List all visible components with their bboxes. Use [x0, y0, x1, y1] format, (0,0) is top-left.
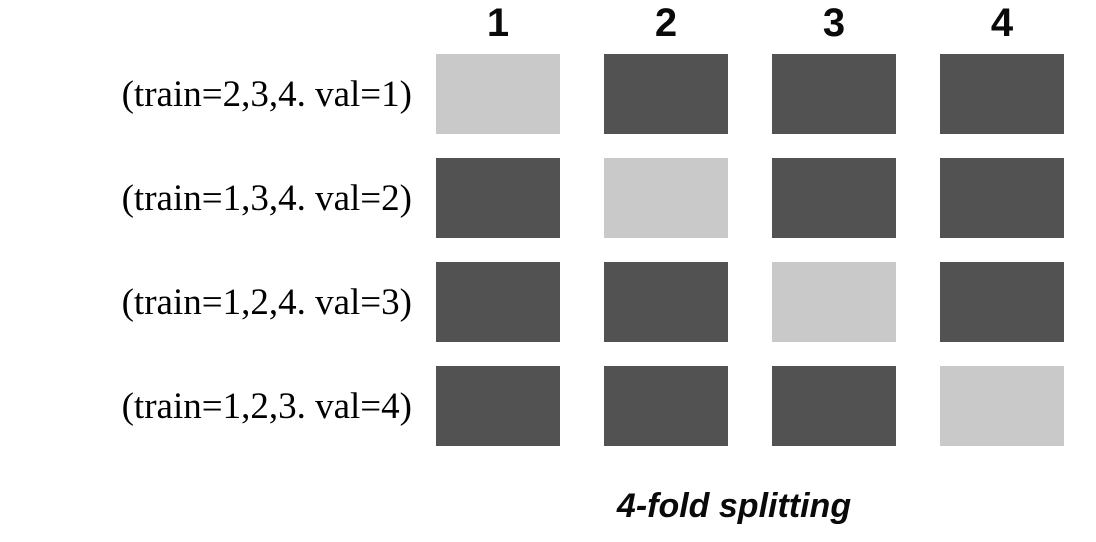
fold-row-boxes [436, 54, 1064, 134]
figure-caption: 4-fold splitting [616, 487, 852, 525]
fold-rows: (train=2,3,4. val=1) (train=1,3,4. val=2)… [0, 54, 1064, 446]
training-fold-box [436, 366, 560, 446]
training-fold-box [604, 262, 728, 342]
training-fold-box [772, 158, 896, 238]
training-fold-box [772, 54, 896, 134]
fold-row-label: (train=1,2,4. val=3) [121, 281, 412, 323]
training-fold-box [772, 366, 896, 446]
training-fold-box [940, 158, 1064, 238]
fold-row: (train=1,2,3. val=4) [0, 366, 1064, 446]
fold-column-header: 4 [990, 1, 1014, 45]
validation-fold-box [772, 262, 896, 342]
training-fold-box [940, 262, 1064, 342]
fold-header-row: 1 2 3 4 [436, 0, 1064, 46]
validation-fold-box [940, 366, 1064, 446]
fold-row: (train=1,3,4. val=2) [0, 158, 1064, 238]
validation-fold-box [436, 54, 560, 134]
training-fold-box [436, 262, 560, 342]
fold-row-label: (train=1,2,3. val=4) [121, 385, 412, 427]
fold-row-boxes [436, 158, 1064, 238]
fold-row-boxes [436, 366, 1064, 446]
training-fold-box [940, 54, 1064, 134]
training-fold-box [604, 54, 728, 134]
validation-fold-box [604, 158, 728, 238]
training-fold-box [436, 158, 560, 238]
fold-row-boxes [436, 262, 1064, 342]
fold-column-header: 2 [654, 1, 678, 45]
fold-column-header: 3 [822, 1, 846, 45]
training-fold-box [604, 366, 728, 446]
fold-row-label: (train=2,3,4. val=1) [121, 73, 412, 115]
fold-row-label: (train=1,3,4. val=2) [121, 177, 412, 219]
fold-column-header: 1 [486, 1, 510, 45]
fold-row: (train=1,2,4. val=3) [0, 262, 1064, 342]
fold-row: (train=2,3,4. val=1) [0, 54, 1064, 134]
